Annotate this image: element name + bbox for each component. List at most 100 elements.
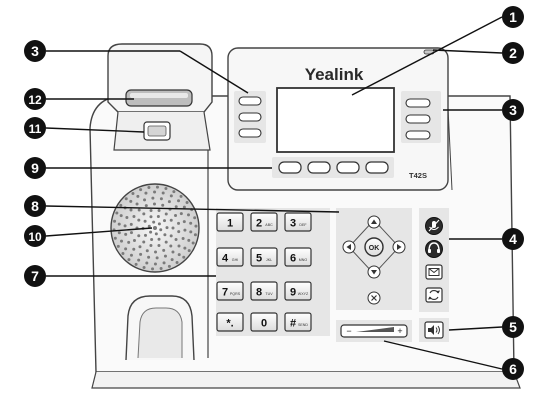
keypad-key-sublabel: GHI: [232, 258, 238, 262]
keypad-key[interactable]: #SEND: [284, 312, 312, 332]
callout-2-label: 2: [509, 45, 517, 61]
callout-10-label: 10: [28, 230, 42, 244]
line-key-right-2[interactable]: [405, 114, 431, 124]
callout-4: 4: [502, 228, 524, 250]
speaker-hole: [154, 250, 158, 254]
headset-key[interactable]: [425, 240, 443, 258]
speaker-hole: [182, 205, 186, 209]
speaker-hole: [163, 233, 167, 237]
volume-key[interactable]: − +: [336, 320, 412, 342]
speaker-hole: [163, 254, 167, 258]
speaker-hole: [137, 218, 141, 222]
speaker-hole: [167, 264, 171, 268]
keypad-key[interactable]: 1: [216, 212, 244, 232]
keypad-key-label: #: [290, 318, 296, 330]
speaker-hole: [169, 244, 173, 248]
speaker-hole: [151, 196, 155, 200]
speaker-hole: [193, 216, 197, 220]
keypad-key-sublabel: PQRS: [230, 292, 241, 296]
speaker-hole: [132, 238, 136, 242]
speaker-holes: [112, 185, 198, 271]
line-keys-left-panel: [234, 91, 266, 143]
speaker-hole: [156, 214, 160, 218]
speaker-hole: [137, 208, 141, 212]
line-key-left-1[interactable]: [238, 96, 262, 106]
speaker-hole: [115, 211, 119, 215]
soft-key-1[interactable]: [278, 161, 302, 174]
callout-6: 6: [502, 358, 524, 380]
speaker-hole: [153, 190, 157, 194]
callout-1-label: 1: [509, 9, 517, 25]
speaker-hole: [135, 202, 139, 206]
speaker-hole: [159, 228, 163, 232]
leader-line-10: [45, 227, 153, 237]
speaker-hole: [139, 188, 143, 192]
soft-key-3[interactable]: [336, 161, 360, 174]
speaker-hole: [137, 234, 141, 238]
speaker-hole: [183, 246, 187, 250]
speaker-hole: [149, 244, 153, 248]
speaker-hole: [124, 247, 128, 251]
nav-down-key[interactable]: [367, 265, 381, 279]
nav-left-key[interactable]: [342, 240, 356, 254]
speaker-hole: [157, 222, 161, 226]
cancel-key[interactable]: [367, 291, 381, 305]
callout-3-right: 3: [502, 99, 524, 121]
speaker-hole: [145, 261, 149, 265]
keypad-key-sublabel: ABC: [265, 223, 273, 227]
speaker-hole: [169, 234, 173, 238]
keypad-key-label: 5: [256, 253, 262, 265]
callout-8: 8: [24, 195, 46, 217]
speaker-hole: [143, 219, 147, 223]
speaker-hole: [157, 208, 161, 212]
speaker-hole: [171, 226, 175, 230]
nav-up-key[interactable]: [367, 215, 381, 229]
soft-key-4[interactable]: [365, 161, 389, 174]
navigation-keys[interactable]: OK: [342, 215, 406, 305]
speaker-hole: [183, 228, 187, 232]
keypad-key[interactable]: 0: [250, 312, 278, 332]
speaker-hole: [149, 230, 153, 234]
speaker-hole: [143, 233, 147, 237]
line-key-left-2[interactable]: [238, 112, 262, 122]
ok-key[interactable]: [364, 237, 384, 257]
reversible-tab[interactable]: [143, 121, 171, 141]
speaker-hole: [150, 238, 154, 242]
speaker-hole: [185, 200, 189, 204]
speaker-hole: [119, 203, 123, 207]
nav-right-key[interactable]: [392, 240, 406, 254]
speaker-hole: [193, 233, 197, 237]
keypad-key-label: *.: [226, 318, 233, 330]
speaker-grille: [110, 183, 200, 273]
keypad-key[interactable]: *.: [216, 312, 244, 332]
line-key-right-1[interactable]: [405, 98, 431, 108]
speaker-hole: [155, 256, 159, 260]
speaker-hole: [177, 230, 181, 234]
callout-3-left-label: 3: [31, 43, 39, 59]
redial-key[interactable]: [425, 287, 443, 303]
line-key-left-3[interactable]: [238, 128, 262, 138]
message-key[interactable]: [425, 264, 443, 280]
speaker-hole: [132, 247, 136, 251]
speaker-hole: [144, 191, 148, 195]
soft-key-2[interactable]: [307, 161, 331, 174]
speakerphone-key[interactable]: [419, 318, 449, 342]
callout-3-right-label: 3: [509, 102, 517, 118]
speaker-hole: [153, 226, 157, 230]
speaker-hole: [132, 214, 136, 218]
speaker-hole: [139, 252, 143, 256]
speaker-hole: [142, 266, 146, 270]
line-key-right-3[interactable]: [405, 130, 431, 140]
mute-key[interactable]: [425, 217, 443, 235]
mute-icon: [428, 219, 440, 232]
speaker-hole: [182, 220, 186, 224]
